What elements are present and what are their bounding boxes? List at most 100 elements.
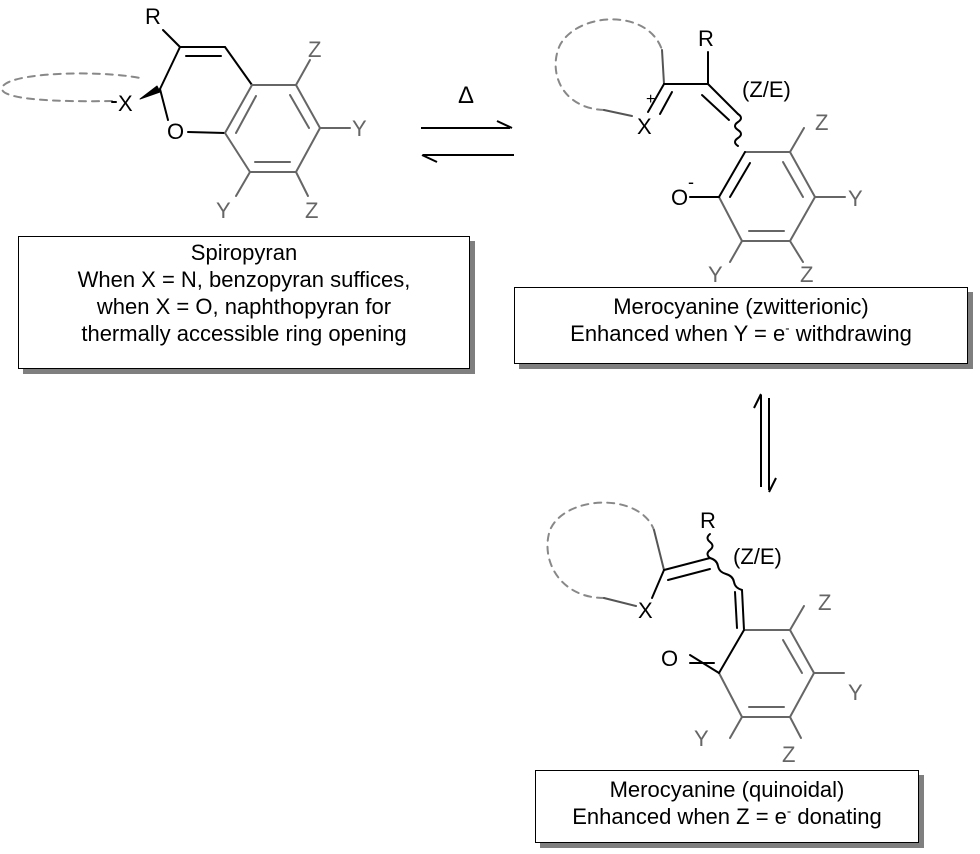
spiropyran-bond-c8a-c4a [224, 84, 253, 134]
zw-z-bottom-label: Z [800, 262, 813, 287]
quin-z-bottom-label: Z [782, 742, 795, 767]
equilibrium-arrows-horizontal [421, 120, 514, 163]
spiropyran-caption-line-1: When X = N, benzopyran suffices, [77, 267, 411, 292]
quin-o-label: O [661, 646, 678, 671]
quin-ring-bond-2 [653, 529, 665, 571]
equilibrium-arrows-vertical [753, 393, 777, 493]
quin-dashed-ring [546, 501, 655, 599]
zw-ring-bond-1 [603, 109, 633, 117]
zw-y-bottom-bond [729, 240, 743, 263]
merocyanine-quinoidal-atom-labels: R X (Z/E) O Z Y Z Y [638, 508, 863, 767]
quinoidal-caption-box: Merocyanine (quinoidal) Enhanced when Z … [535, 770, 919, 843]
quin-z-top-label: Z [818, 590, 831, 615]
zw-ring-inner-1 [782, 161, 804, 198]
spiropyran-y-bottom-label: Y [216, 198, 231, 223]
spiropyran-bond-c4-c4a [224, 46, 253, 86]
quin-cc-double [667, 568, 711, 581]
merocyanine-quinoidal-structure [546, 501, 845, 739]
spiropyran-bond-c2-c3 [159, 46, 181, 90]
zw-c-x-bond [647, 83, 665, 113]
spiropyran-dashed-ring [1, 72, 141, 103]
quin-ring-c6-c1 [718, 629, 745, 674]
quin-ring-c5-c6 [718, 672, 743, 718]
quinoidal-caption-post: donating [791, 804, 882, 829]
zw-cc-double [701, 94, 730, 121]
spiropyran-z-bottom-label: Z [305, 198, 318, 223]
quin-x-c-bond [651, 569, 665, 599]
quin-x-label: X [638, 598, 653, 623]
zw-ring-c2-c3 [789, 151, 816, 198]
zw-ring-inner-3 [729, 162, 751, 198]
quin-ring-bond-1 [603, 597, 637, 607]
forward-arrow-head [496, 120, 513, 129]
quin-y-bottom-bond [729, 716, 743, 739]
zw-c-x-double [659, 91, 673, 115]
quin-exo-double [734, 591, 738, 629]
spiropyran-y-bottom-bond [235, 171, 251, 197]
quinoidal-caption-line-1: Enhanced when Z = e- donating [536, 803, 918, 830]
spiropyran-caption-title: Spiropyran [190, 240, 298, 265]
zw-z-bottom-bond [789, 240, 804, 263]
zw-z-top-label: Z [815, 110, 828, 135]
zw-o-label: O [671, 185, 688, 210]
zw-ze-label: (Z/E) [742, 77, 791, 102]
zw-cc-bond [707, 83, 739, 115]
zw-dashed-ring [554, 18, 663, 111]
spiropyran-caption-box: Spiropyran When X = N, benzopyran suffic… [18, 236, 470, 369]
zw-x-label: X [637, 114, 652, 139]
zwitterionic-caption-post: withdrawing [789, 321, 912, 346]
zwitterionic-caption-sup: - [785, 320, 790, 336]
quin-y-right-label: Y [848, 680, 863, 705]
spiropyran-inner-bond-1 [289, 94, 310, 129]
spiropyran-structure [1, 29, 351, 197]
zw-ring-c3-c4 [789, 196, 816, 242]
spiropyran-bond-c6-c7 [295, 127, 321, 173]
quin-y-bottom-label: Y [694, 726, 709, 751]
quin-ze-label: (Z/E) [733, 544, 782, 569]
spiropyran-o-label: O [167, 119, 184, 144]
zwitterionic-caption-pre: Enhanced when Y = e [570, 321, 786, 346]
zw-ring-bond-2 [661, 49, 665, 85]
spiropyran-z-top-label: Z [308, 37, 321, 62]
quin-ring-inner-1 [782, 639, 803, 674]
zw-z-top-bond [789, 127, 805, 153]
quin-wavy-r-bond [706, 533, 714, 559]
quin-exo-bond [741, 589, 745, 631]
spiropyran-caption-line-3: thermally accessible ring opening [81, 321, 407, 346]
zw-minus-label: - [688, 172, 694, 192]
spiropyran-x-label: X [118, 91, 133, 116]
spiropyran-atom-labels: R X O Z Y Z Y [118, 4, 367, 223]
spiropyran-bond-o-c8a [187, 131, 226, 134]
spiropyran-bond-c8-c8a [224, 132, 251, 173]
quin-cc-bond [663, 557, 711, 571]
zwitterionic-caption-line-1: Enhanced when Y = e- withdrawing [515, 320, 967, 347]
zw-wavy-bond [734, 113, 742, 147]
quinoidal-caption-sup: - [786, 803, 792, 819]
quin-z-bottom-bond [789, 716, 802, 739]
spiropyran-caption-line-2: when X = O, naphthopyran for [96, 294, 392, 319]
spiropyran-bond-c5-c6 [295, 84, 321, 129]
spiropyran-bond-c2-o [159, 88, 169, 121]
spiropyran-r-label: R [145, 4, 161, 29]
zw-plus-label: + [646, 91, 655, 108]
quin-z-top-bond [789, 605, 805, 631]
reverse-arrow-head [421, 154, 438, 163]
quinoidal-caption-pre: Enhanced when Z = e [572, 804, 787, 829]
spiropyran-wedge [139, 85, 161, 100]
quin-wavy-bond [709, 557, 743, 591]
zwitterionic-caption-title: Merocyanine (zwitterionic) [613, 294, 869, 319]
quin-r-label: R [700, 508, 716, 533]
spiropyran-z-top-bond [295, 59, 311, 86]
zw-y-right-label: Y [848, 186, 863, 211]
down-arrow-head [768, 477, 777, 493]
zw-ring-c5-c6 [718, 196, 743, 242]
merocyanine-zwitterionic-atom-labels: R X + (Z/E) O - Z Y Z Y [637, 26, 863, 287]
zw-y-bottom-label: Y [708, 262, 723, 287]
spiropyran-inner-bond-3 [235, 95, 257, 134]
quin-ring-c3-c4 [789, 672, 815, 718]
spiropyran-y-right-label: Y [352, 116, 367, 141]
spiropyran-r-bond [162, 29, 181, 48]
zw-r-label: R [698, 26, 714, 51]
quin-ring-c2-c3 [789, 629, 815, 674]
